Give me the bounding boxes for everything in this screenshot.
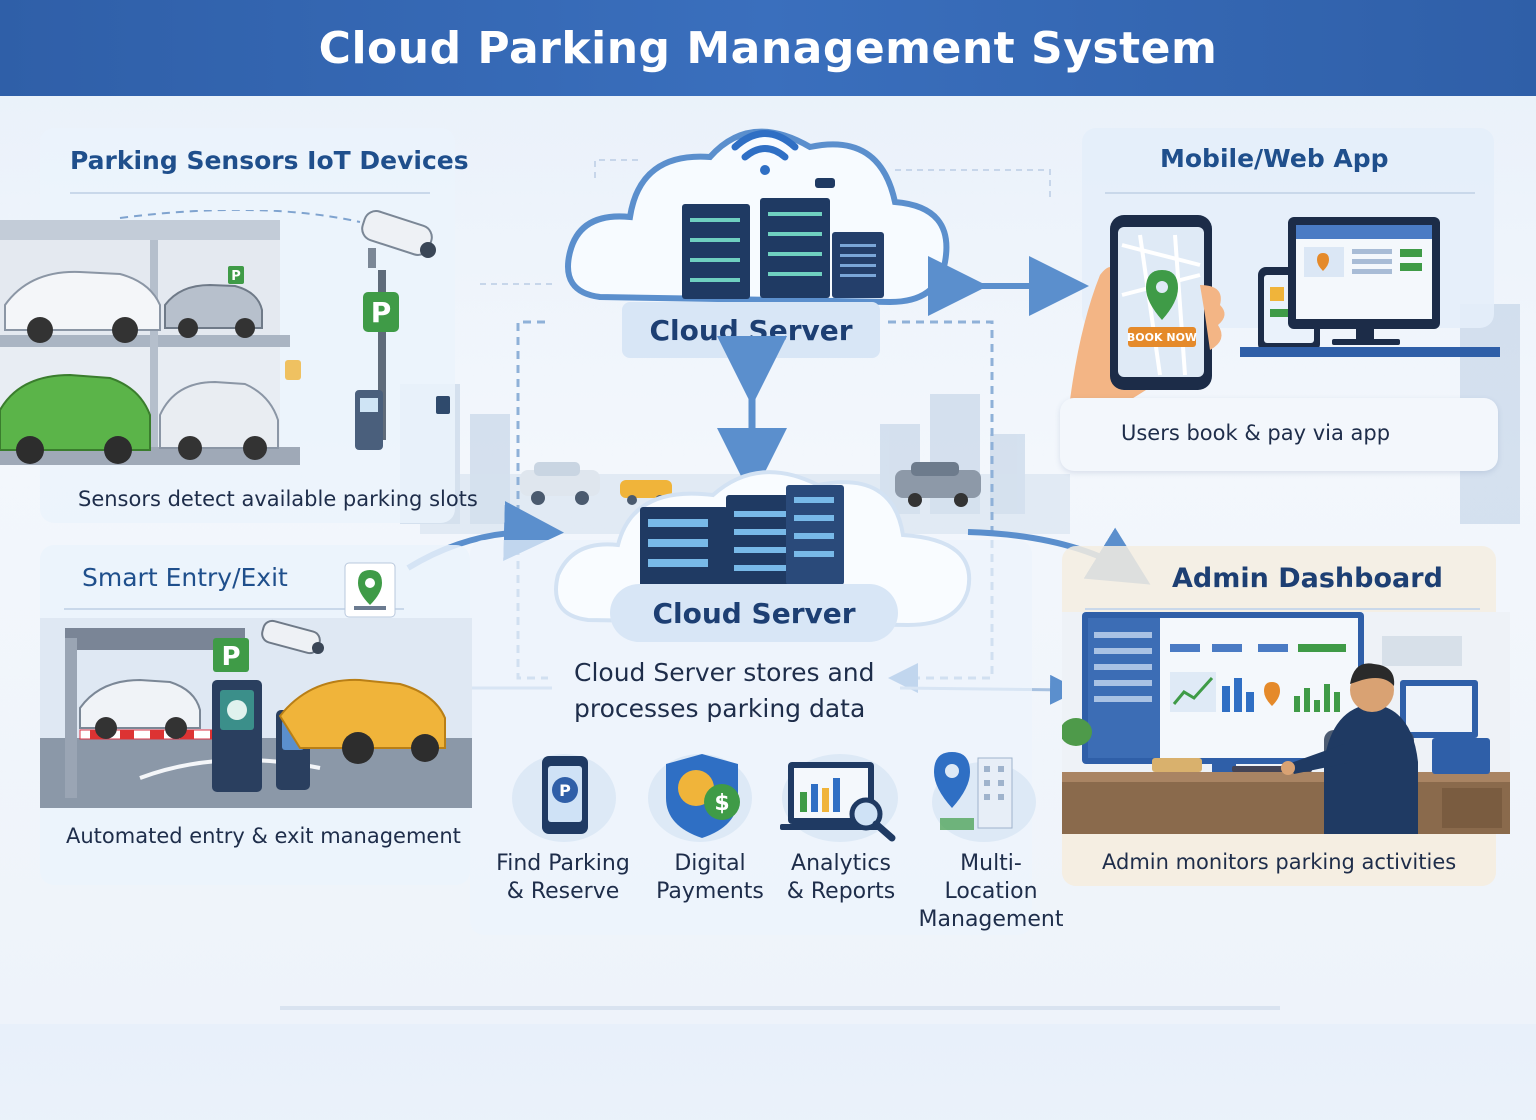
feature-digital-payments-line2: Payments [656,879,764,904]
center-caption: Cloud Server stores and processes parkin… [574,655,875,727]
sensors-caption: Sensors detect available parking slots [78,487,478,511]
charging-post-icon [436,396,450,414]
green-car-icon [0,373,151,464]
silver-car-icon [159,380,279,460]
feature-find-parking: Find Parking & Reserve [488,850,638,906]
feature-digital-payments-line1: Digital [674,851,746,876]
center-caption-line2: processes parking data [574,694,866,723]
header-bar: Cloud Parking Management System [0,0,1536,96]
white-car-icon [4,270,161,343]
feature-analytics-line1: Analytics [791,851,891,876]
book-now-label: BOOK NOW [1127,331,1197,344]
mobile-caption: Users book & pay via app [1121,421,1391,445]
dollar-shield-icon: $ [648,754,752,842]
mobile-caption-card [1060,398,1498,471]
entry-caption: Automated entry & exit management [66,824,461,848]
admin-person-icon [1281,663,1418,834]
server-rack-icon [640,485,844,587]
admin-caption: Admin monitors parking activities [1102,850,1457,874]
sensors-title: Parking Sensors IoT Devices [70,146,469,175]
parking-phone-icon: P [512,754,616,842]
feature-find-parking-line1: Find Parking [496,851,630,876]
feature-analytics: Analytics & Reports [766,850,916,906]
entry-title-rule [64,608,404,610]
parking-sign-icon: P [213,638,249,672]
server-rack-icon [682,198,884,299]
feature-multi-location: Multi- Location Management [911,850,1071,934]
top-cloud-label: Cloud Server [649,314,853,347]
white-car-icon [79,678,201,739]
mobile-title-rule [1105,192,1475,194]
book-now-button [1128,327,1196,347]
analytics-magnifier-icon [780,754,898,842]
top-cloud-server-illustration [565,128,950,306]
svg-text:P: P [371,296,392,329]
parking-garage-illustration: P P [0,210,450,465]
center-cloud-label: Cloud Server [652,597,856,630]
svg-text:$: $ [714,791,729,816]
entry-gate-illustration: P [40,618,472,808]
location-pin-icon [932,752,1036,842]
parking-sign-small-icon [228,266,244,284]
entry-parking-letter: P [221,642,240,672]
svg-text:P: P [231,269,241,284]
feature-analytics-line2: & Reports [786,879,896,904]
admin-dashboard-illustration [1062,612,1510,834]
center-caption-line1: Cloud Server stores and [574,658,875,687]
security-camera-icon [361,210,436,268]
wifi-icon [731,130,799,175]
feature-find-parking-line2: & Reserve [506,879,620,904]
mobile-web-illustration: BOOK NOW [1070,215,1500,400]
svg-text:P: P [559,781,571,800]
admin-caption-card [1062,834,1496,886]
feature-multi-location-line2: Location [944,879,1038,904]
feature-multi-location-line3: Management [918,907,1064,932]
center-cloud-label-box [610,584,898,642]
mobile-title: Mobile/Web App [1160,144,1389,173]
location-badge-icon [344,562,396,618]
parking-sign-icon [363,292,399,332]
cloud-shape-icon [565,128,950,306]
gray-car-icon [164,283,263,338]
sensors-title-rule [70,192,430,194]
security-camera-icon [261,619,324,655]
admin-title: Admin Dashboard [1172,563,1443,594]
feature-digital-payments: Digital Payments [635,850,785,906]
feature-icons: P $ [512,752,1036,842]
admin-title-rule [1085,608,1480,610]
yellow-car-icon [278,678,446,764]
map-pin-icon [1146,270,1178,320]
entry-title: Smart Entry/Exit [82,563,288,592]
feature-multi-location-line1: Multi- [960,851,1022,876]
plant-icon [1062,718,1092,746]
page-title: Cloud Parking Management System [318,22,1218,74]
